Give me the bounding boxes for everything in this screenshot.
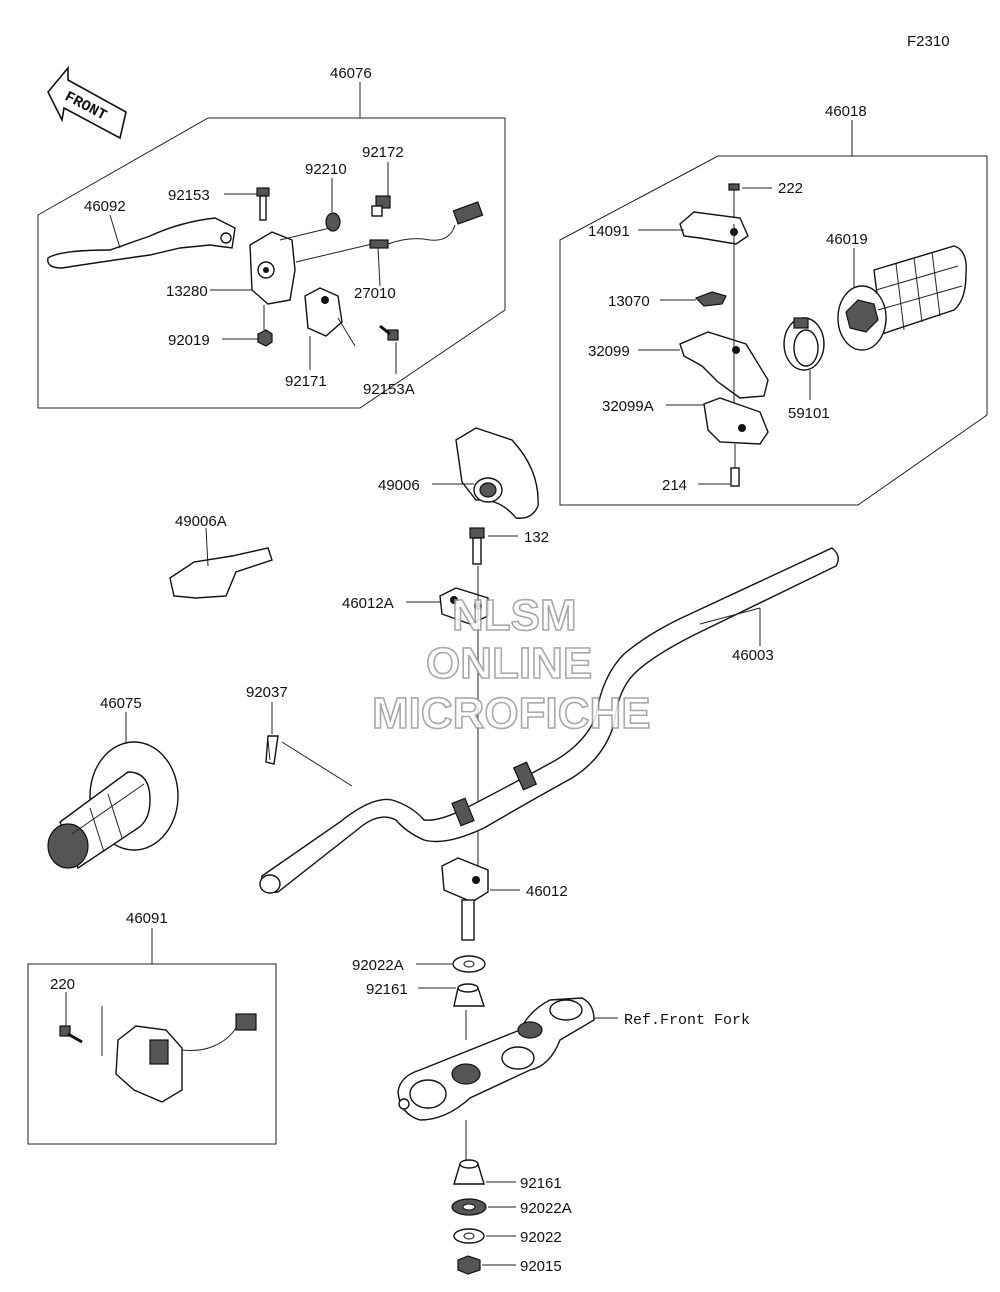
- diagram-code: F2310: [907, 33, 950, 50]
- part-label-92161-1: 92161: [366, 981, 408, 998]
- nut-92019-part: [257, 329, 273, 347]
- part-label-92172: 92172: [362, 144, 404, 161]
- pad-49006A-part: [169, 547, 273, 599]
- screw-220-part: [59, 1025, 83, 1044]
- grip-46075-part: [47, 741, 179, 870]
- washer-92022-part: [453, 1228, 485, 1244]
- nut-92015-part: [457, 1255, 481, 1275]
- part-label-92022: 92022: [520, 1229, 562, 1246]
- group-box-46076: [37, 117, 506, 409]
- washer-92022A-upper-part: [452, 955, 486, 973]
- part-label-46018: 46018: [825, 103, 867, 120]
- part-label-92153A: 92153A: [363, 381, 415, 398]
- part-label-132: 132: [524, 529, 549, 546]
- part-label-214: 214: [662, 477, 687, 494]
- part-label-32099A: 32099A: [602, 398, 654, 415]
- part-label-92171: 92171: [285, 373, 327, 390]
- part-label-49006: 49006: [378, 477, 420, 494]
- part-label-92022A-1: 92022A: [352, 957, 404, 974]
- watermark-line-2: ONLINE: [426, 639, 592, 688]
- watermark: NLSM ONLINE MICROFICHE: [371, 590, 651, 739]
- throttle-grip-46019-part: [837, 245, 967, 351]
- band-92037-part: [265, 735, 279, 765]
- screw-214-part: [730, 467, 740, 487]
- damper-92161-lower-part: [453, 1159, 485, 1185]
- adjuster-92210-part: [325, 212, 341, 232]
- collar-13070-part: [694, 291, 727, 307]
- clamp-92171-part: [304, 287, 343, 337]
- part-label-27010: 27010: [354, 285, 396, 302]
- part-label-222: 222: [778, 180, 803, 197]
- part-label-46075: 46075: [100, 695, 142, 712]
- bar-pad-49006-part: [455, 427, 539, 519]
- housing-32099-part: [679, 331, 769, 399]
- switch-housing-46091-part: [115, 1013, 257, 1103]
- part-label-92037: 92037: [246, 684, 288, 701]
- watermark-line-3: MICROFICHE: [372, 689, 651, 738]
- part-label-92019: 92019: [168, 332, 210, 349]
- part-label-32099: 32099: [588, 343, 630, 360]
- adjuster-92172-part: [371, 195, 391, 217]
- group-box-46018: [559, 155, 988, 506]
- handlebar-46003-part: [259, 547, 839, 894]
- part-label-46076: 46076: [330, 65, 372, 82]
- part-label-49006A: 49006A: [175, 513, 227, 530]
- part-label-13280: 13280: [166, 283, 208, 300]
- part-label-92210: 92210: [305, 161, 347, 178]
- part-label-13070: 13070: [608, 293, 650, 310]
- watermark-line-1: NLSM: [452, 591, 577, 640]
- damper-92161-upper-part: [453, 983, 485, 1007]
- part-label-14091: 14091: [588, 223, 630, 240]
- cover-14091-part: [679, 211, 749, 245]
- part-label-46092: 46092: [84, 198, 126, 215]
- clutch-lever-part: [47, 217, 236, 269]
- front-arrow-icon: FRONT: [47, 65, 127, 140]
- bolt-92153A-part: [379, 324, 399, 341]
- part-label-92161-2: 92161: [520, 1175, 562, 1192]
- part-label-59101: 59101: [788, 405, 830, 422]
- part-label-92015: 92015: [520, 1258, 562, 1275]
- part-label-46091: 46091: [126, 910, 168, 927]
- lower-clamp-46012-part: [441, 857, 489, 941]
- part-label-220: 220: [50, 976, 75, 993]
- triple-clamp-part: [397, 997, 595, 1121]
- upper-clamp-46012A-part: [439, 587, 489, 625]
- clip-59101-part: [783, 317, 825, 371]
- housing-32099A-part: [703, 397, 769, 445]
- part-label-46012A: 46012A: [342, 595, 394, 612]
- bolt-132-part: [469, 527, 485, 565]
- ref-front-fork-label: Ref.Front Fork: [624, 1012, 750, 1029]
- part-label-92153: 92153: [168, 187, 210, 204]
- part-label-46012: 46012: [526, 883, 568, 900]
- part-label-92022A-2: 92022A: [520, 1200, 572, 1217]
- washer-92022A-lower-part: [451, 1198, 487, 1216]
- bolt-92153-part: [256, 187, 270, 221]
- part-label-46003: 46003: [732, 647, 774, 664]
- part-label-46019: 46019: [826, 231, 868, 248]
- clutch-switch-27010-part: [369, 201, 484, 249]
- lever-holder-part: [249, 231, 296, 305]
